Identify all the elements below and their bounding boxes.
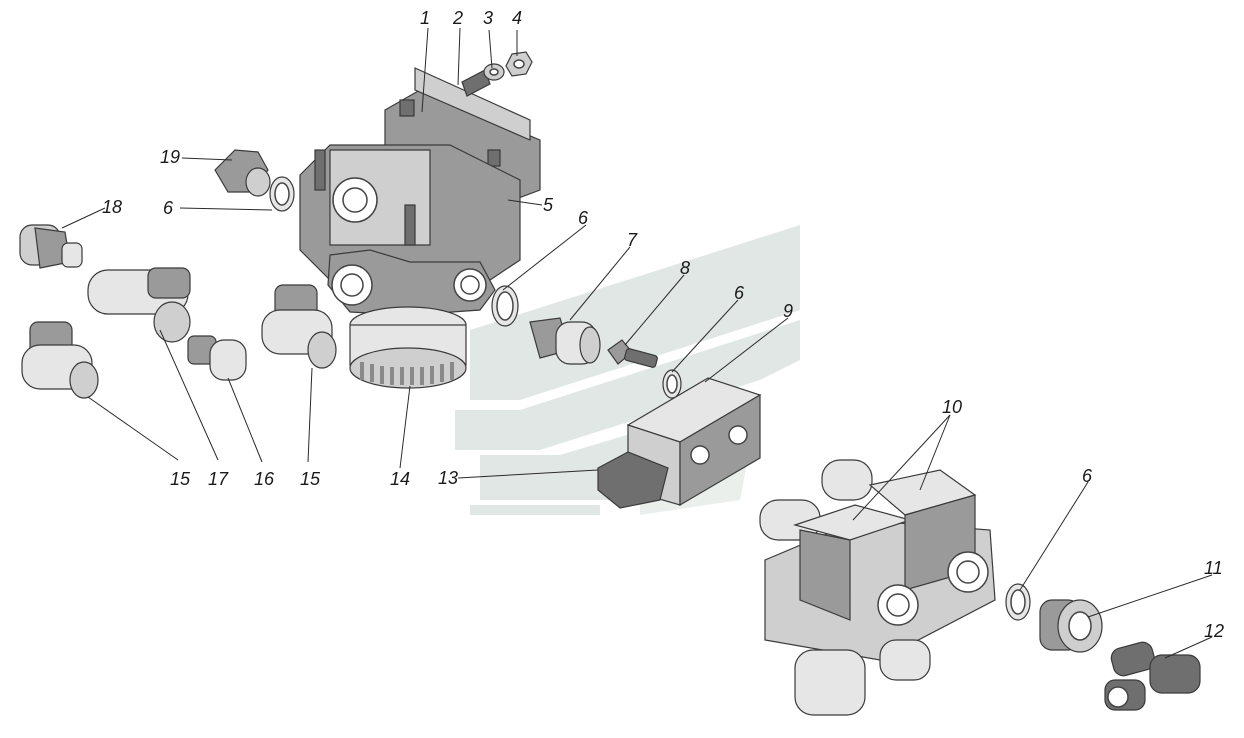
callout-2: 2 — [452, 8, 463, 28]
callout-14: 14 — [390, 469, 410, 489]
callout-labels: 1 2 3 4 5 6 6 6 6 7 8 9 10 11 12 13 14 1… — [102, 8, 1224, 641]
callout-9: 9 — [783, 301, 793, 321]
double-valve-10 — [759, 459, 996, 716]
bolt-washer-nut — [461, 51, 533, 97]
tee-fitting-17 — [87, 267, 191, 343]
callout-8: 8 — [680, 258, 690, 278]
elbow-12 — [1104, 641, 1201, 711]
callout-1: 1 — [420, 8, 430, 28]
callout-15-right: 15 — [300, 469, 321, 489]
fitting-16 — [187, 335, 247, 381]
callout-13: 13 — [438, 468, 458, 488]
fitting-19 — [214, 149, 295, 212]
callout-6-right: 6 — [1082, 466, 1093, 486]
fitting-7 — [529, 317, 601, 365]
callout-16: 16 — [254, 469, 275, 489]
callout-7: 7 — [627, 230, 638, 250]
callout-18: 18 — [102, 197, 122, 217]
washer-6-e — [1005, 583, 1031, 621]
callout-17: 17 — [208, 469, 229, 489]
callout-3: 3 — [483, 8, 493, 28]
washer-6-c — [662, 369, 682, 399]
callout-10: 10 — [942, 397, 962, 417]
bracket-13 — [597, 451, 669, 509]
plug-8 — [607, 339, 658, 368]
callout-6-upper: 6 — [163, 198, 174, 218]
callout-6-mid: 6 — [578, 208, 589, 228]
main-valve-body — [299, 67, 541, 389]
leader-lines — [61, 27, 1213, 659]
elbow-fitting-15-left — [21, 321, 99, 399]
callout-5: 5 — [543, 195, 554, 215]
callout-15-left: 15 — [170, 469, 191, 489]
washer-6-b — [491, 285, 519, 327]
callout-19: 19 — [160, 147, 180, 167]
fitting-18 — [19, 224, 83, 269]
callout-11: 11 — [1204, 558, 1223, 578]
callout-12: 12 — [1204, 621, 1224, 641]
fitting-11 — [1039, 599, 1103, 653]
callout-4: 4 — [512, 8, 522, 28]
elbow-fitting-15-right — [261, 284, 337, 369]
callout-6-small: 6 — [734, 283, 745, 303]
